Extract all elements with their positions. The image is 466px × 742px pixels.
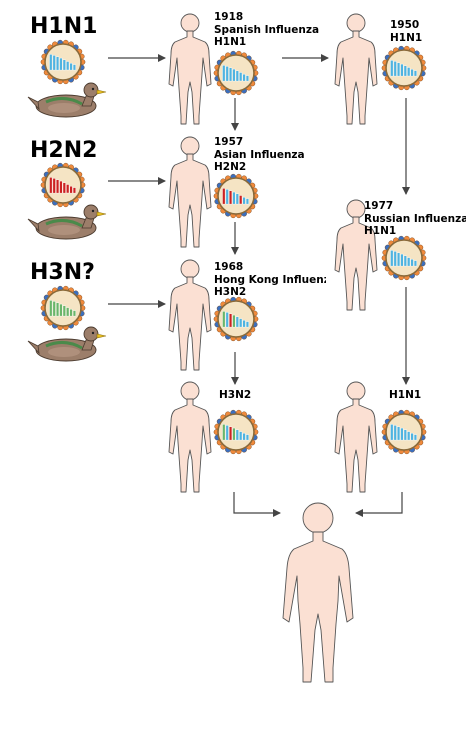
virus-h2n2-avian [40,162,86,208]
event-year: 1918 [214,11,244,23]
duck-h1n1 [27,82,107,118]
event-name: Asian Influenza [214,148,305,161]
human-current-h3n2 [168,381,212,493]
virus-1918 [213,50,259,96]
event-year: 1968 [214,261,244,273]
event-name: Russian Influenza [364,212,466,225]
event-name: Spanish Influenza [214,23,320,36]
human-current-h1n1 [334,381,378,493]
lineage-arrows [108,54,410,517]
arrow-h1n1-to-modern-human [355,492,403,517]
event-year: 1950 [390,19,420,31]
event-label-1957: 1957 Asian Influenza H2N2 [214,136,305,174]
event-subtype: H3N2 [219,389,252,401]
event-subtype: H3N2 [214,286,247,298]
human-1950 [334,13,378,125]
event-label-1968: 1968 Hong Kong Influenza H3N2 [214,261,326,299]
current-label-h1n1: H1N1 [389,389,421,402]
current-label-h3n2: H3N2 [219,389,251,402]
virus-current-h3n2 [213,409,259,455]
event-subtype: H1N1 [389,389,422,401]
event-label-1950: 1950 H1N1 [390,19,422,44]
human-modern [282,502,354,683]
event-subtype: H2N2 [214,161,247,173]
duck-h3n [27,326,107,362]
event-label-1977: 1977 Russian Influenza H1N1 [364,200,466,238]
virus-1968 [213,296,259,342]
duck-h2n2 [27,204,107,240]
virus-h1n1-avian [40,39,86,85]
virus-current-h1n1 [381,409,427,455]
human-1957 [168,136,212,248]
virus-1950 [381,45,427,91]
human-1968 [168,259,212,371]
strain-label-h1n1: H1N1 [30,14,98,39]
human-1918 [168,13,212,125]
event-year: 1977 [364,200,394,212]
event-subtype: H1N1 [364,225,397,237]
arrow-h3n2-to-modern-human [233,492,281,517]
event-name: Hong Kong Influenza [214,273,326,286]
strain-label-h2n2: H2N2 [30,138,98,163]
virus-h3n-avian [40,285,86,331]
event-subtype: H1N1 [390,31,423,44]
strain-label-h3n: H3N? [30,260,95,285]
virus-1977 [381,235,427,281]
event-label-1918: 1918 Spanish Influenza H1N1 [214,11,319,49]
event-year: 1957 [214,136,244,148]
event-subtype: H1N1 [214,36,247,48]
virus-1957 [213,173,259,219]
